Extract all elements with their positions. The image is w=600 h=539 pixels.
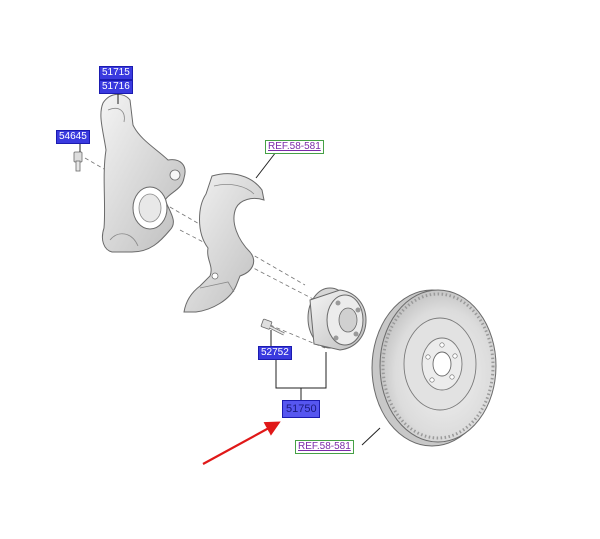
leader-lines (79, 86, 381, 446)
hub-bearing-assembly[interactable] (307, 287, 367, 351)
knuckle-bolt[interactable] (73, 151, 83, 172)
callout-ref-splash-shield[interactable]: REF.58-581 (265, 140, 324, 154)
callout-51750[interactable]: 51750 (282, 400, 320, 418)
splash-shield[interactable] (183, 173, 265, 313)
callout-54645[interactable]: 54645 (56, 130, 90, 144)
callout-ref-brake-disc[interactable]: REF.58-581 (295, 440, 354, 454)
highlight-arrow (202, 421, 281, 465)
callout-51716[interactable]: 51716 (99, 80, 133, 94)
brake-disc[interactable] (371, 289, 497, 447)
callout-52752[interactable]: 52752 (258, 346, 292, 360)
callout-51715[interactable]: 51715 (99, 66, 133, 80)
knuckle-part-numbers[interactable]: 51715 51716 (99, 66, 133, 94)
steering-knuckle[interactable] (100, 93, 186, 253)
hub-bolt[interactable] (260, 318, 285, 336)
